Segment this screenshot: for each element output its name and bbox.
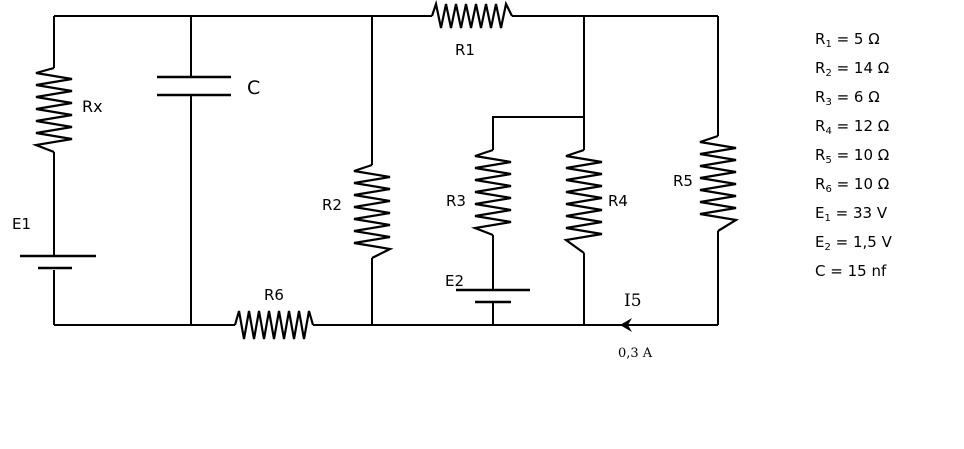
wires [53,15,719,326]
value-row: C = 15 nf [815,260,955,289]
value-row: R3 = 6 Ω [815,86,955,115]
value-symbol: R [815,146,826,164]
value-symbol: R [815,59,826,77]
label-r2: R2 [322,196,342,214]
value-subscript: 1 [825,39,832,50]
value-row: R6 = 10 Ω [815,173,955,202]
value-text: = 15 nf [825,262,887,280]
value-row: R5 = 10 Ω [815,144,955,173]
value-text: = 14 Ω [831,59,890,77]
resistor-rx [31,66,73,154]
value-symbol: C [815,262,826,280]
label-r3: R3 [446,192,466,210]
label-e1: E1 [12,215,31,233]
value-text: = 12 Ω [831,117,890,135]
value-symbol: R [815,30,826,48]
label-r4: R4 [608,192,628,210]
label-r1-text: R1 [455,41,475,59]
value-symbol: E [815,233,825,251]
resistor-r5 [699,134,740,232]
value-subscript: 1 [824,213,831,224]
value-row: R1 = 5 Ω [815,28,955,57]
value-text: = 6 Ω [831,88,880,106]
value-text: = 1,5 V [830,233,892,251]
label-i5: I5 [624,291,642,311]
value-subscript: 2 [824,242,831,253]
capacitor-c [157,75,231,97]
resistor-r3 [470,148,512,237]
value-row: E1 = 33 V [815,202,955,231]
value-subscript: 6 [825,184,832,195]
value-row: E2 = 1,5 V [815,231,955,260]
label-r6: R6 [264,286,284,304]
value-text: = 10 Ω [831,146,890,164]
label-r1: R1 [455,41,475,59]
value-text: = 5 Ω [831,30,880,48]
label-c: C [247,77,260,99]
resistor-r6 [233,310,315,340]
value-row: R4 = 12 Ω [815,115,955,144]
resistor-r2 [353,163,394,259]
value-row: R2 = 14 Ω [815,57,955,86]
value-symbol: E [815,204,825,222]
value-subscript: 4 [825,126,832,137]
r3-e2-branch-wire [492,116,584,325]
value-symbol: R [815,88,826,106]
value-subscript: 2 [825,68,832,79]
value-subscript: 5 [825,155,832,166]
battery-e2 [456,288,530,304]
label-e2: E2 [445,272,464,290]
value-text: = 10 Ω [831,175,890,193]
resistor-r1 [430,0,513,29]
label-rx: Rx [82,97,103,116]
value-symbol: R [815,117,826,135]
label-current-value: 0,3 A [618,346,653,361]
label-r5: R5 [673,172,693,190]
battery-e1 [20,254,96,270]
value-text: = 33 V [830,204,888,222]
value-subscript: 3 [825,97,832,108]
resistor-r4 [563,148,603,254]
current-arrow-icon [620,318,632,332]
value-symbol: R [815,175,826,193]
